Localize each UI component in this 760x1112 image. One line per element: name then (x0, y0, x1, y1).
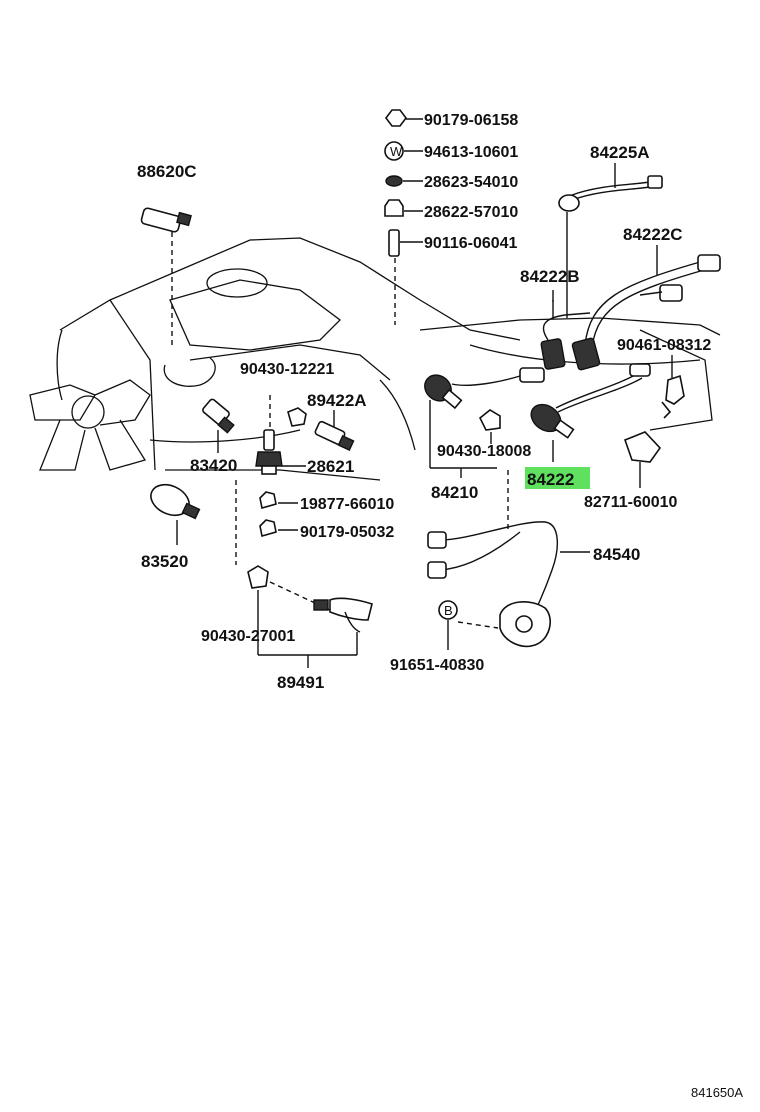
part-82711-60010 (623, 431, 662, 488)
label-28621: 28621 (307, 457, 354, 476)
label-28623-54010: 28623-54010 (424, 174, 518, 191)
label-83520: 83520 (141, 552, 188, 571)
diagram-reference: 841650A (691, 1085, 743, 1100)
label-19877-66010: 19877-66010 (300, 496, 394, 513)
part-88620C (140, 207, 192, 345)
label-90430-18008: 90430-18008 (437, 443, 531, 460)
engine-block (56, 237, 721, 481)
part-84222C (571, 245, 721, 371)
label-82711-60010: 82711-60010 (584, 494, 678, 511)
part-84210 (424, 367, 545, 478)
fan (29, 379, 151, 471)
label-90430-27001: 90430-27001 (201, 628, 295, 645)
label-84225A: 84225A (590, 143, 650, 162)
part-84225A (558, 163, 663, 318)
label-84222C: 84222C (623, 225, 683, 244)
part-84222 (530, 363, 651, 462)
part-84540 (427, 470, 590, 647)
label-90179-06158: 90179-06158 (424, 112, 518, 129)
label-88620C: 88620C (137, 162, 197, 181)
label-83420: 83420 (190, 456, 237, 475)
label-91651-40830: 91651-40830 (390, 657, 484, 674)
part-89422A (314, 410, 355, 451)
label-84540: 84540 (593, 545, 640, 564)
highlight-84222 (525, 467, 590, 489)
label-84222B: 84222B (520, 267, 580, 286)
part-83420 (202, 398, 235, 453)
label-94613-10601: 94613-10601 (424, 144, 518, 161)
part-90461-08312 (661, 355, 685, 419)
label-84222[interactable]: 84222 (527, 470, 574, 489)
part-83520 (150, 483, 201, 545)
label-90461-08312: 90461-08312 (617, 337, 711, 354)
label-90116-06041: 90116-06041 (424, 235, 518, 252)
label-89422A: 89422A (307, 391, 367, 410)
part-19877-66010 (259, 491, 298, 510)
label-89491: 89491 (277, 673, 324, 692)
part-90430-12221 (269, 395, 307, 430)
label-90179-05032: 90179-05032 (300, 524, 394, 541)
top-hardware-stack: W (384, 109, 423, 325)
part-90179-05032 (259, 519, 298, 538)
label-84210: 84210 (431, 483, 478, 502)
washer-symbol: W (390, 144, 403, 159)
part-84222B (540, 290, 591, 370)
label-90430-12221: 90430-12221 (240, 361, 334, 378)
part-91651-40830: B (438, 600, 458, 650)
label-28622-57010: 28622-57010 (424, 204, 518, 221)
part-89491 (235, 480, 373, 668)
part-28621 (255, 429, 306, 475)
bolt-symbol: B (444, 603, 453, 618)
